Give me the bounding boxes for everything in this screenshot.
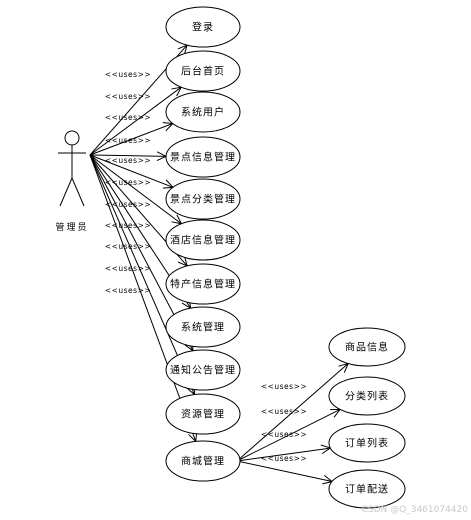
use-case-login <box>165 6 241 48</box>
use-case-system-mgmt <box>165 306 241 348</box>
watermark: CSDN @Q_3461074420 <box>362 505 469 515</box>
use-case-label-mall-mgmt: 商城管理 <box>181 455 225 468</box>
use-case-scenic-info <box>165 136 241 178</box>
use-case-resource-mgmt <box>165 393 241 435</box>
sub-use-case-label-order-list: 订单列表 <box>345 437 389 450</box>
use-case-label-scenic-category: 景点分类管理 <box>170 193 236 206</box>
use-case-label-login: 登录 <box>192 21 214 34</box>
uses-label: <<uses>> <box>105 178 151 187</box>
uses-label: <<uses>> <box>105 242 151 251</box>
sub-use-case-label-category-list: 分类列表 <box>345 390 389 403</box>
use-case-nodes: 登录后台首页系统用户景点信息管理景点分类管理酒店信息管理特产信息管理系统管理通知… <box>165 6 406 509</box>
association-line-mall-mgmt <box>89 154 197 442</box>
uses-label: <<uses>> <box>105 200 151 209</box>
association-line-product-info <box>236 363 349 462</box>
use-case-label-resource-mgmt: 资源管理 <box>181 408 225 421</box>
use-case-label-scenic-info: 景点信息管理 <box>170 151 236 164</box>
use-case-scenic-category <box>165 178 241 220</box>
use-case-mall-mgmt <box>165 440 241 482</box>
association-line-hotel-info <box>89 154 182 225</box>
uses-label: <<uses>> <box>105 264 151 273</box>
use-case-hotel-info <box>165 219 241 261</box>
association-line-scenic-info <box>89 154 167 157</box>
association-line-resource-mgmt <box>89 154 195 395</box>
uses-label: <<uses>> <box>105 136 151 145</box>
use-case-label-system-mgmt: 系统管理 <box>181 321 225 334</box>
uses-label: <<uses>> <box>105 113 151 122</box>
use-case-label-admin-home: 后台首页 <box>181 65 225 78</box>
use-case-specialty-info <box>165 263 241 305</box>
association-line-scenic-category <box>89 154 174 188</box>
stick-figure-icon <box>58 130 86 207</box>
association-line-system-users <box>89 123 173 156</box>
uses-label: <<uses>> <box>261 382 307 391</box>
uses-label: <<uses>> <box>261 430 307 439</box>
sub-use-case-label-product-info: 商品信息 <box>345 341 389 354</box>
use-case-admin-home <box>165 50 241 92</box>
association-line-category-list <box>236 408 341 462</box>
use-case-label-hotel-info: 酒店信息管理 <box>170 234 236 247</box>
association-line-admin-home <box>89 86 182 156</box>
uses-label: <<uses>> <box>261 454 307 463</box>
use-case-label-system-users: 系统用户 <box>181 106 225 119</box>
association-labels: <<uses>> <<uses>> <<uses>> <<uses>> <<uses>>… <box>105 70 307 463</box>
uses-label: <<uses>> <box>105 92 151 101</box>
use-case-system-users <box>165 91 241 133</box>
use-case-label-notice-mgmt: 通知公告管理 <box>170 364 236 377</box>
sub-use-case-order-list <box>328 423 406 463</box>
association-line-order-list <box>236 447 331 462</box>
sub-use-case-order-delivery <box>328 469 406 509</box>
uses-label: <<uses>> <box>105 221 151 230</box>
sub-use-case-product-info <box>328 327 406 367</box>
association-line-order-delivery <box>236 460 333 482</box>
uses-label: <<uses>> <box>261 407 307 416</box>
actor-label: 管理员 <box>55 221 88 233</box>
uses-label: <<uses>> <box>105 286 151 295</box>
actor: 管理员 <box>55 130 88 233</box>
use-case-label-specialty-info: 特产信息管理 <box>170 278 236 291</box>
sub-use-case-category-list <box>328 376 406 416</box>
use-case-notice-mgmt <box>165 349 241 391</box>
sub-use-case-label-order-delivery: 订单配送 <box>345 483 389 496</box>
uses-label: <<uses>> <box>105 70 151 79</box>
uses-label: <<uses>> <box>105 156 151 165</box>
